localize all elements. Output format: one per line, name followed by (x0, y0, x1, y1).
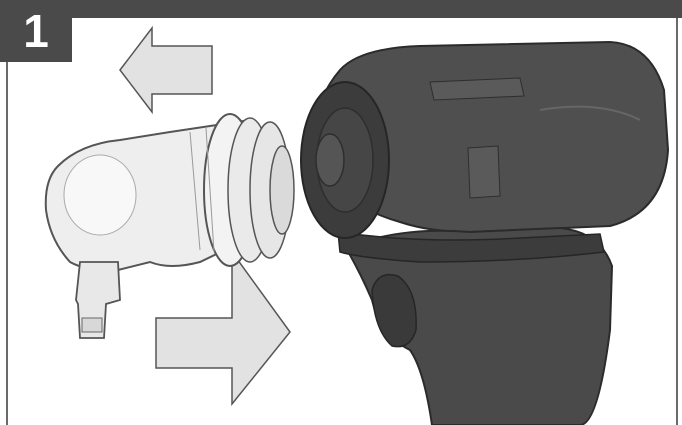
power-tool-drawing (301, 42, 668, 425)
arrow-right-icon (156, 252, 290, 404)
arrow-left-icon (120, 28, 212, 112)
